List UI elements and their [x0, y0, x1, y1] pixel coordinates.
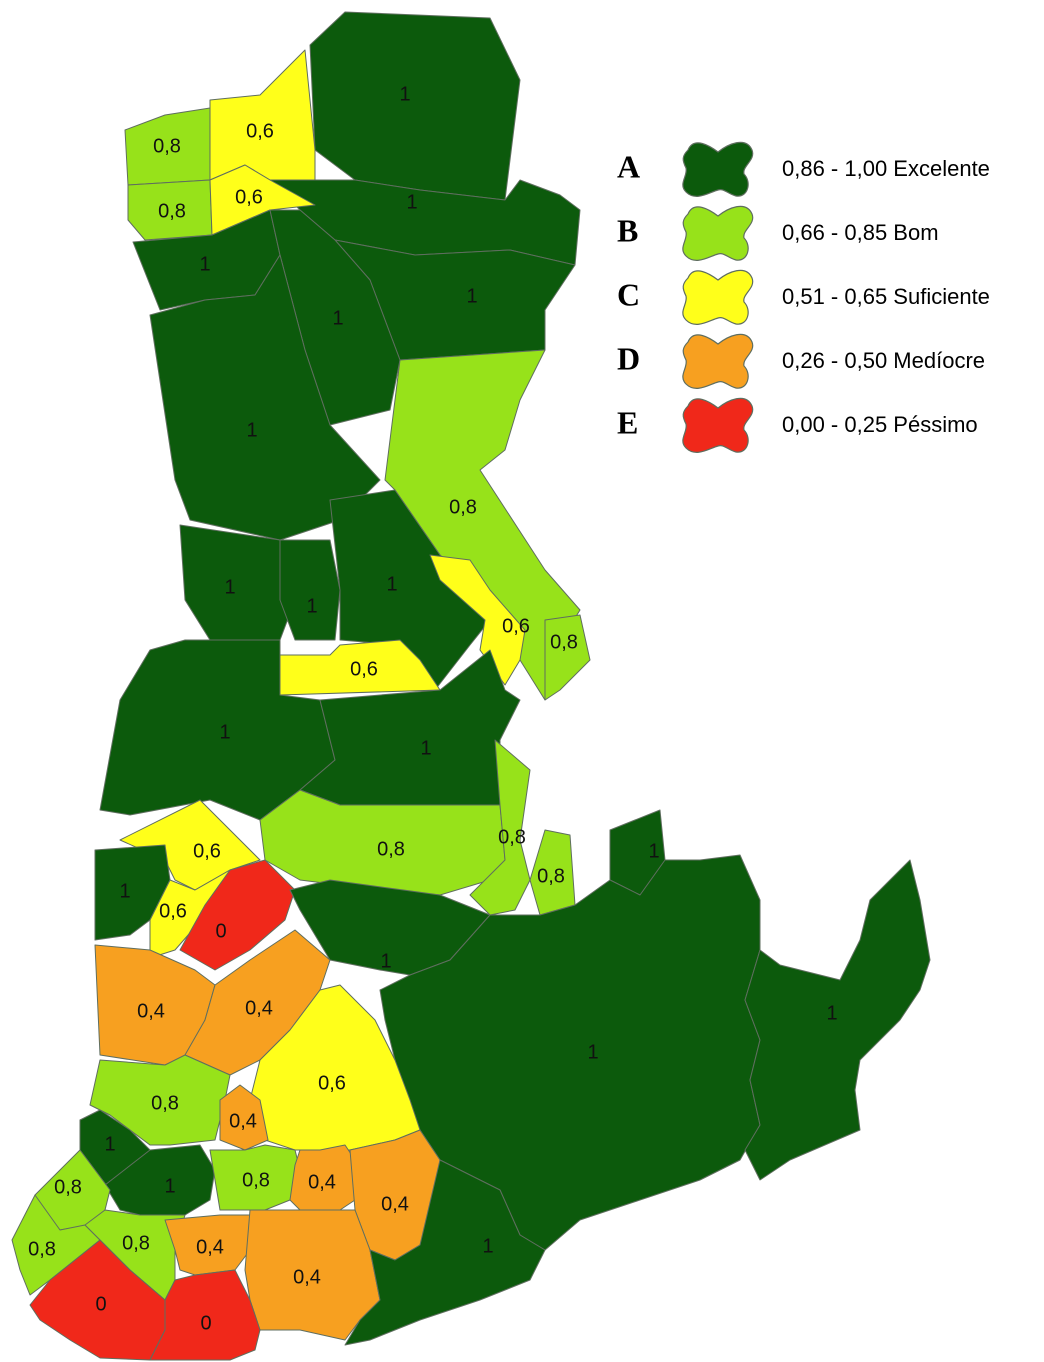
map-labels: 1 1 1 0,8 0,6 0,8 0,6 1 1 1 0,8 1 1 1 0,6 0,8 0,6 1 1 0,8 0,… [28, 83, 837, 1334]
region-value-label: 1 [826, 1002, 837, 1024]
region-value-label: 1 [420, 737, 431, 759]
legend-swatch [682, 269, 754, 325]
region-value-label: 1 [482, 1235, 493, 1257]
region-value-label: 0,8 [122, 1232, 150, 1254]
region-value-label: 1 [199, 253, 210, 275]
region-value-label: 1 [332, 307, 343, 329]
legend-label: 0,66 - 0,85 Bom [782, 220, 939, 245]
region-value-label: 0 [215, 920, 226, 942]
region-value-label: 0,6 [350, 658, 378, 680]
region-value-label: 0,8 [54, 1176, 82, 1198]
legend-label: 0,51 - 0,65 Suficiente [782, 284, 990, 309]
map-region-r31 [379, 854, 761, 1251]
legend-label: 0,86 - 1,00 Excelente [782, 156, 990, 181]
region-value-label: 0,8 [377, 838, 405, 860]
region-value-label: 1 [164, 1175, 175, 1197]
map-region-r34 [89, 1054, 231, 1146]
map-region-r12 [179, 524, 296, 641]
map-regions [11, 11, 931, 1361]
region-value-label: 0,4 [308, 1171, 336, 1193]
legend-letter: E [617, 404, 638, 440]
region-value-label: 1 [406, 191, 417, 213]
map-region-r1 [309, 11, 521, 201]
region-value-label: 0,8 [498, 826, 526, 848]
region-value-label: 1 [306, 595, 317, 617]
map-region-r48 [149, 1269, 261, 1361]
region-value-label: 1 [648, 840, 659, 862]
map-region-r46 [344, 1159, 546, 1346]
map-region-r33 [249, 984, 421, 1151]
region-value-label: 0,4 [229, 1110, 257, 1132]
region-value-label: 0,6 [246, 120, 274, 142]
map-region-r5 [209, 49, 316, 181]
map-region-r15 [429, 554, 526, 686]
region-value-label: 1 [466, 285, 477, 307]
region-value-label: 0,4 [196, 1236, 224, 1258]
legend-swatch [682, 333, 754, 389]
legend-letter: C [617, 276, 640, 312]
region-value-label: 0,8 [153, 135, 181, 157]
region-value-label: 0,6 [193, 840, 221, 862]
region-value-label: 0,4 [137, 1000, 165, 1022]
region-value-label: 1 [104, 1133, 115, 1155]
map-region-r16 [544, 614, 591, 701]
region-value-label: 0,8 [158, 200, 186, 222]
legend-letter: A [617, 148, 640, 184]
region-value-label: 0,6 [235, 186, 263, 208]
map-region-r21 [469, 739, 531, 916]
region-value-label: 0,6 [502, 615, 530, 637]
map-region-r23 [529, 829, 576, 916]
map-region-r32 [744, 859, 931, 1181]
map-region-r17 [277, 639, 441, 696]
map-region-r14 [329, 489, 491, 691]
legend-swatch [682, 205, 754, 261]
region-value-label: 0,8 [242, 1169, 270, 1191]
region-value-label: 0,8 [449, 496, 477, 518]
region-value-label: 0,4 [381, 1193, 409, 1215]
map-region-r37 [104, 1144, 216, 1216]
region-value-label: 1 [386, 573, 397, 595]
legend-letter: D [617, 340, 640, 376]
region-value-label: 1 [224, 576, 235, 598]
legend-swatch [682, 141, 754, 197]
legend-letter: B [617, 212, 638, 248]
region-value-label: 1 [119, 880, 130, 902]
region-value-label: 0,8 [537, 865, 565, 887]
legend-label: 0,00 - 0,25 Péssimo [782, 412, 978, 437]
region-value-label: 0,8 [550, 631, 578, 653]
region-value-label: 0,8 [28, 1238, 56, 1260]
region-value-label: 0,4 [293, 1266, 321, 1288]
region-value-label: 1 [587, 1041, 598, 1063]
region-value-label: 1 [399, 83, 410, 105]
map-region-r13 [279, 539, 341, 641]
region-value-label: 1 [246, 419, 257, 441]
region-value-label: 0,8 [151, 1092, 179, 1114]
region-value-label: 0,4 [245, 997, 273, 1019]
region-value-label: 0,6 [159, 900, 187, 922]
region-value-label: 0,6 [318, 1072, 346, 1094]
region-value-label: 0 [200, 1312, 211, 1334]
map-region-r27 [179, 859, 296, 971]
map-region-r19 [299, 649, 521, 806]
legend-label: 0,26 - 0,50 Medíocre [782, 348, 985, 373]
region-value-label: 1 [219, 721, 230, 743]
region-value-label: 1 [380, 950, 391, 972]
map-region-r35 [219, 1084, 269, 1151]
region-value-label: 0 [95, 1293, 106, 1315]
legend-swatch [682, 397, 754, 453]
map-region-r10 [149, 254, 381, 541]
